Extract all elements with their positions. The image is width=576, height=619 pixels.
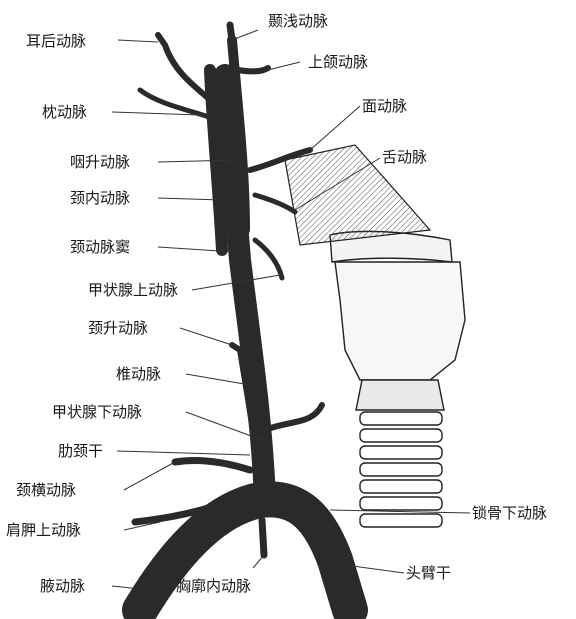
label-occipital: 枕动脉 — [42, 103, 87, 121]
lingual-vessel — [255, 195, 295, 212]
label-internal-thoracic: 胸廓内动脉 — [176, 577, 251, 595]
label-inferior-thyroid: 甲状腺下动脉 — [52, 403, 142, 421]
larynx-trachea — [330, 231, 465, 527]
label-carotid-sinus: 颈动脉窦 — [70, 238, 130, 256]
superficial-temporal-vessel — [230, 25, 232, 40]
label-superficial-temporal: 颞浅动脉 — [268, 12, 328, 30]
cricoid-cartilage — [356, 380, 444, 410]
label-internal-carotid: 颈内动脉 — [70, 189, 130, 207]
label-ascending-pharyngeal: 咽升动脉 — [70, 153, 130, 171]
ascending-pharyngeal-vessel — [238, 140, 240, 160]
label-brachiocephalic-trunk: 头臂干 — [406, 564, 451, 582]
label-facial: 面动脉 — [362, 97, 407, 115]
transverse-cervical-vessel — [175, 460, 250, 470]
label-subclavian: 锁骨下动脉 — [472, 504, 547, 522]
label-superior-thyroid: 甲状腺上动脉 — [88, 281, 178, 299]
trachea-rings — [360, 412, 442, 527]
label-axillary: 腋动脉 — [40, 577, 85, 595]
label-thyrocervical-trunk: 肋颈干 — [58, 442, 103, 460]
label-maxillary: 上颌动脉 — [308, 53, 368, 71]
label-posterior-auricular: 耳后动脉 — [26, 32, 86, 50]
label-vertebral: 椎动脉 — [116, 365, 161, 383]
thyroid-cartilage — [335, 262, 465, 380]
superior-thyroid-vessel — [255, 240, 282, 278]
label-ascending-cervical: 颈升动脉 — [88, 319, 148, 337]
inferior-thyroid-vessel — [265, 405, 322, 430]
label-transverse-cervical: 颈横动脉 — [16, 481, 76, 499]
maxillary-vessel — [238, 68, 268, 71]
internal-thoracic-vessel — [262, 520, 264, 555]
label-lingual: 舌动脉 — [382, 148, 427, 166]
arteries — [135, 25, 350, 610]
label-suprascapular: 肩胛上动脉 — [6, 521, 81, 539]
